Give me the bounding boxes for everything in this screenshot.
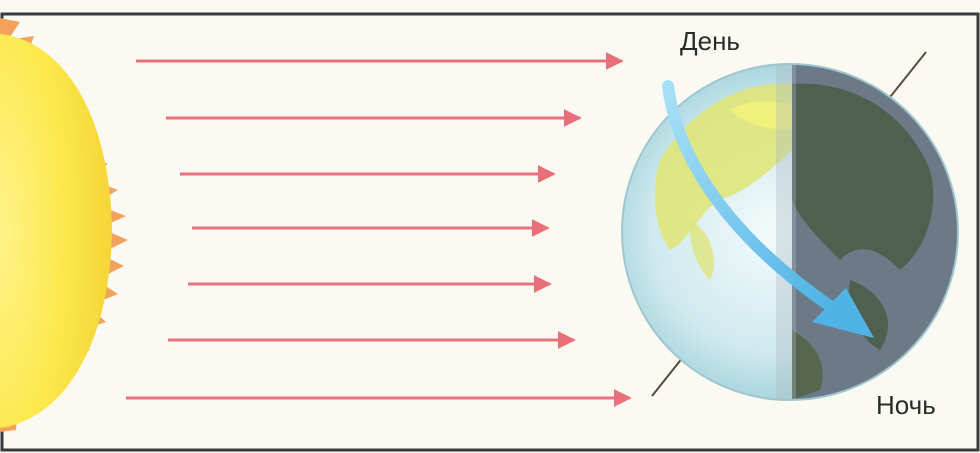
day-label: День [680,26,740,57]
night-label: Ночь [876,390,936,421]
